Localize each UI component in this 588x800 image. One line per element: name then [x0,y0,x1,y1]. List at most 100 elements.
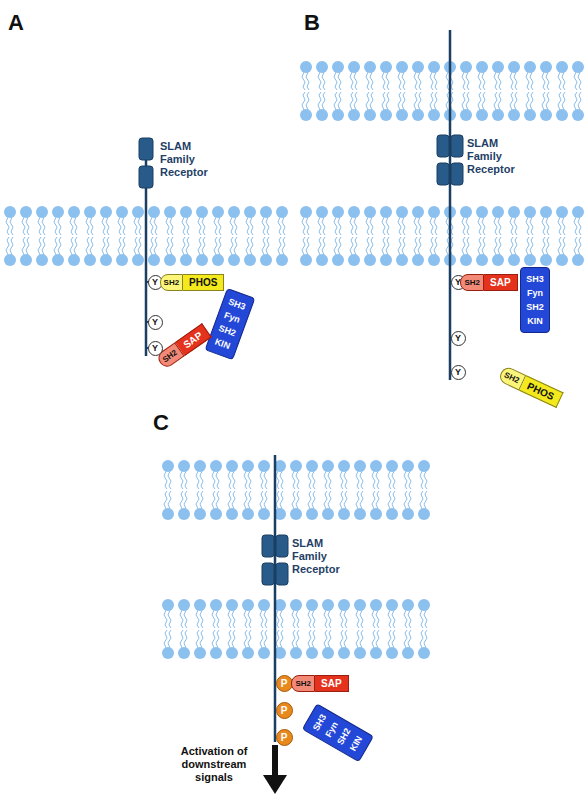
lipid-tail [388,630,391,648]
lipid-tail [482,92,485,110]
lipid-head [178,647,190,659]
lipid-tail [248,491,251,509]
lipid-tail [478,92,481,110]
lipid-tail [122,217,125,235]
lipid-head [380,61,392,73]
lipid-head [244,206,256,218]
lipid-head [260,254,272,266]
lipid-tail [58,237,61,255]
lipid-tail [494,237,497,255]
lipid-tail [170,237,173,255]
lipid-tail [180,471,183,489]
lipid-head [212,206,224,218]
lipid-tail [22,237,25,255]
domain-label: SH3 [526,272,544,286]
lipid-head [306,508,318,520]
lipid-head [226,647,238,659]
lipid-tail [322,72,325,90]
protein-name: Fyn [527,286,543,300]
lipid-head [556,254,568,266]
lipid-tail [408,610,411,628]
ig-domain [451,135,463,157]
lipid-tail [228,630,231,648]
ig-domain [276,563,288,585]
lipid-head [194,460,206,472]
lipid-tail [216,630,219,648]
lipid-tail [244,630,247,648]
lipid-tail [494,92,497,110]
lipid-head [380,109,392,121]
lipid-head [354,508,366,520]
lipid-bilayers [4,61,584,659]
lipid-head [396,61,408,73]
lipid-tail [402,72,405,90]
lipid-tail [234,217,237,235]
tyrosine-site: Y [451,365,466,380]
domain-label: SH2 [160,274,184,291]
lipid-tail [26,217,29,235]
lipid-tail [382,72,385,90]
ig-domain [437,163,449,185]
lipid-head [228,206,240,218]
lipid-tail [328,471,331,489]
lipid-head [212,254,224,266]
lipid-head [300,254,312,266]
lipid-tail [424,610,427,628]
lipid-tail [514,72,517,90]
lipid-tail [264,610,267,628]
lipid-tail [478,237,481,255]
lipid-head [322,647,334,659]
lipid-tail [542,92,545,110]
lipid-head [460,109,472,121]
lipid-head [460,254,472,266]
lipid-tail [164,630,167,648]
lipid-head [290,599,302,611]
lipid-head [332,206,344,218]
lipid-tail [360,491,363,509]
site-letter: Y [455,367,461,377]
lipid-tail [414,92,417,110]
site-letter: Y [152,277,158,287]
lipid-tail [200,630,203,648]
site-letter: P [281,732,288,743]
lipid-tail [370,217,373,235]
lipid-head [210,460,222,472]
lipid-tail [494,217,497,235]
lipid-head [276,254,288,266]
lipid-head [332,254,344,266]
lipid-head [386,508,398,520]
lipid-tail [386,72,389,90]
lipid-tail [360,630,363,648]
lipid-head [540,206,552,218]
lipid-tail [276,471,279,489]
lipid-tail [514,217,517,235]
lipid-tail [392,471,395,489]
sap-adaptor: SH2SAP [156,323,213,370]
lipid-tail [216,471,219,489]
lipid-head [244,254,256,266]
lipid-head [4,254,16,266]
lipid-tail [230,237,233,255]
lipid-tail [302,92,305,110]
lipid-head [418,460,430,472]
lipid-tail [216,610,219,628]
lipid-tail [186,217,189,235]
lipid-tail [510,92,513,110]
lipid-tail [558,237,561,255]
lipid-tail [106,237,109,255]
receptor-b [437,30,463,380]
lipid-head [180,254,192,266]
lipid-tail [262,217,265,235]
ig-domain [139,138,153,160]
lipid-head [386,647,398,659]
bilayer [300,61,584,121]
lipid-tail [234,237,237,255]
receptor-label: SLAM Family Receptor [292,537,340,577]
lipid-tail [292,491,295,509]
phospho-site: P [276,702,293,719]
lipid-tail [228,610,231,628]
lipid-tail [42,217,45,235]
lipid-tail [530,217,533,235]
lipid-tail [280,630,283,648]
lipid-head [556,109,568,121]
